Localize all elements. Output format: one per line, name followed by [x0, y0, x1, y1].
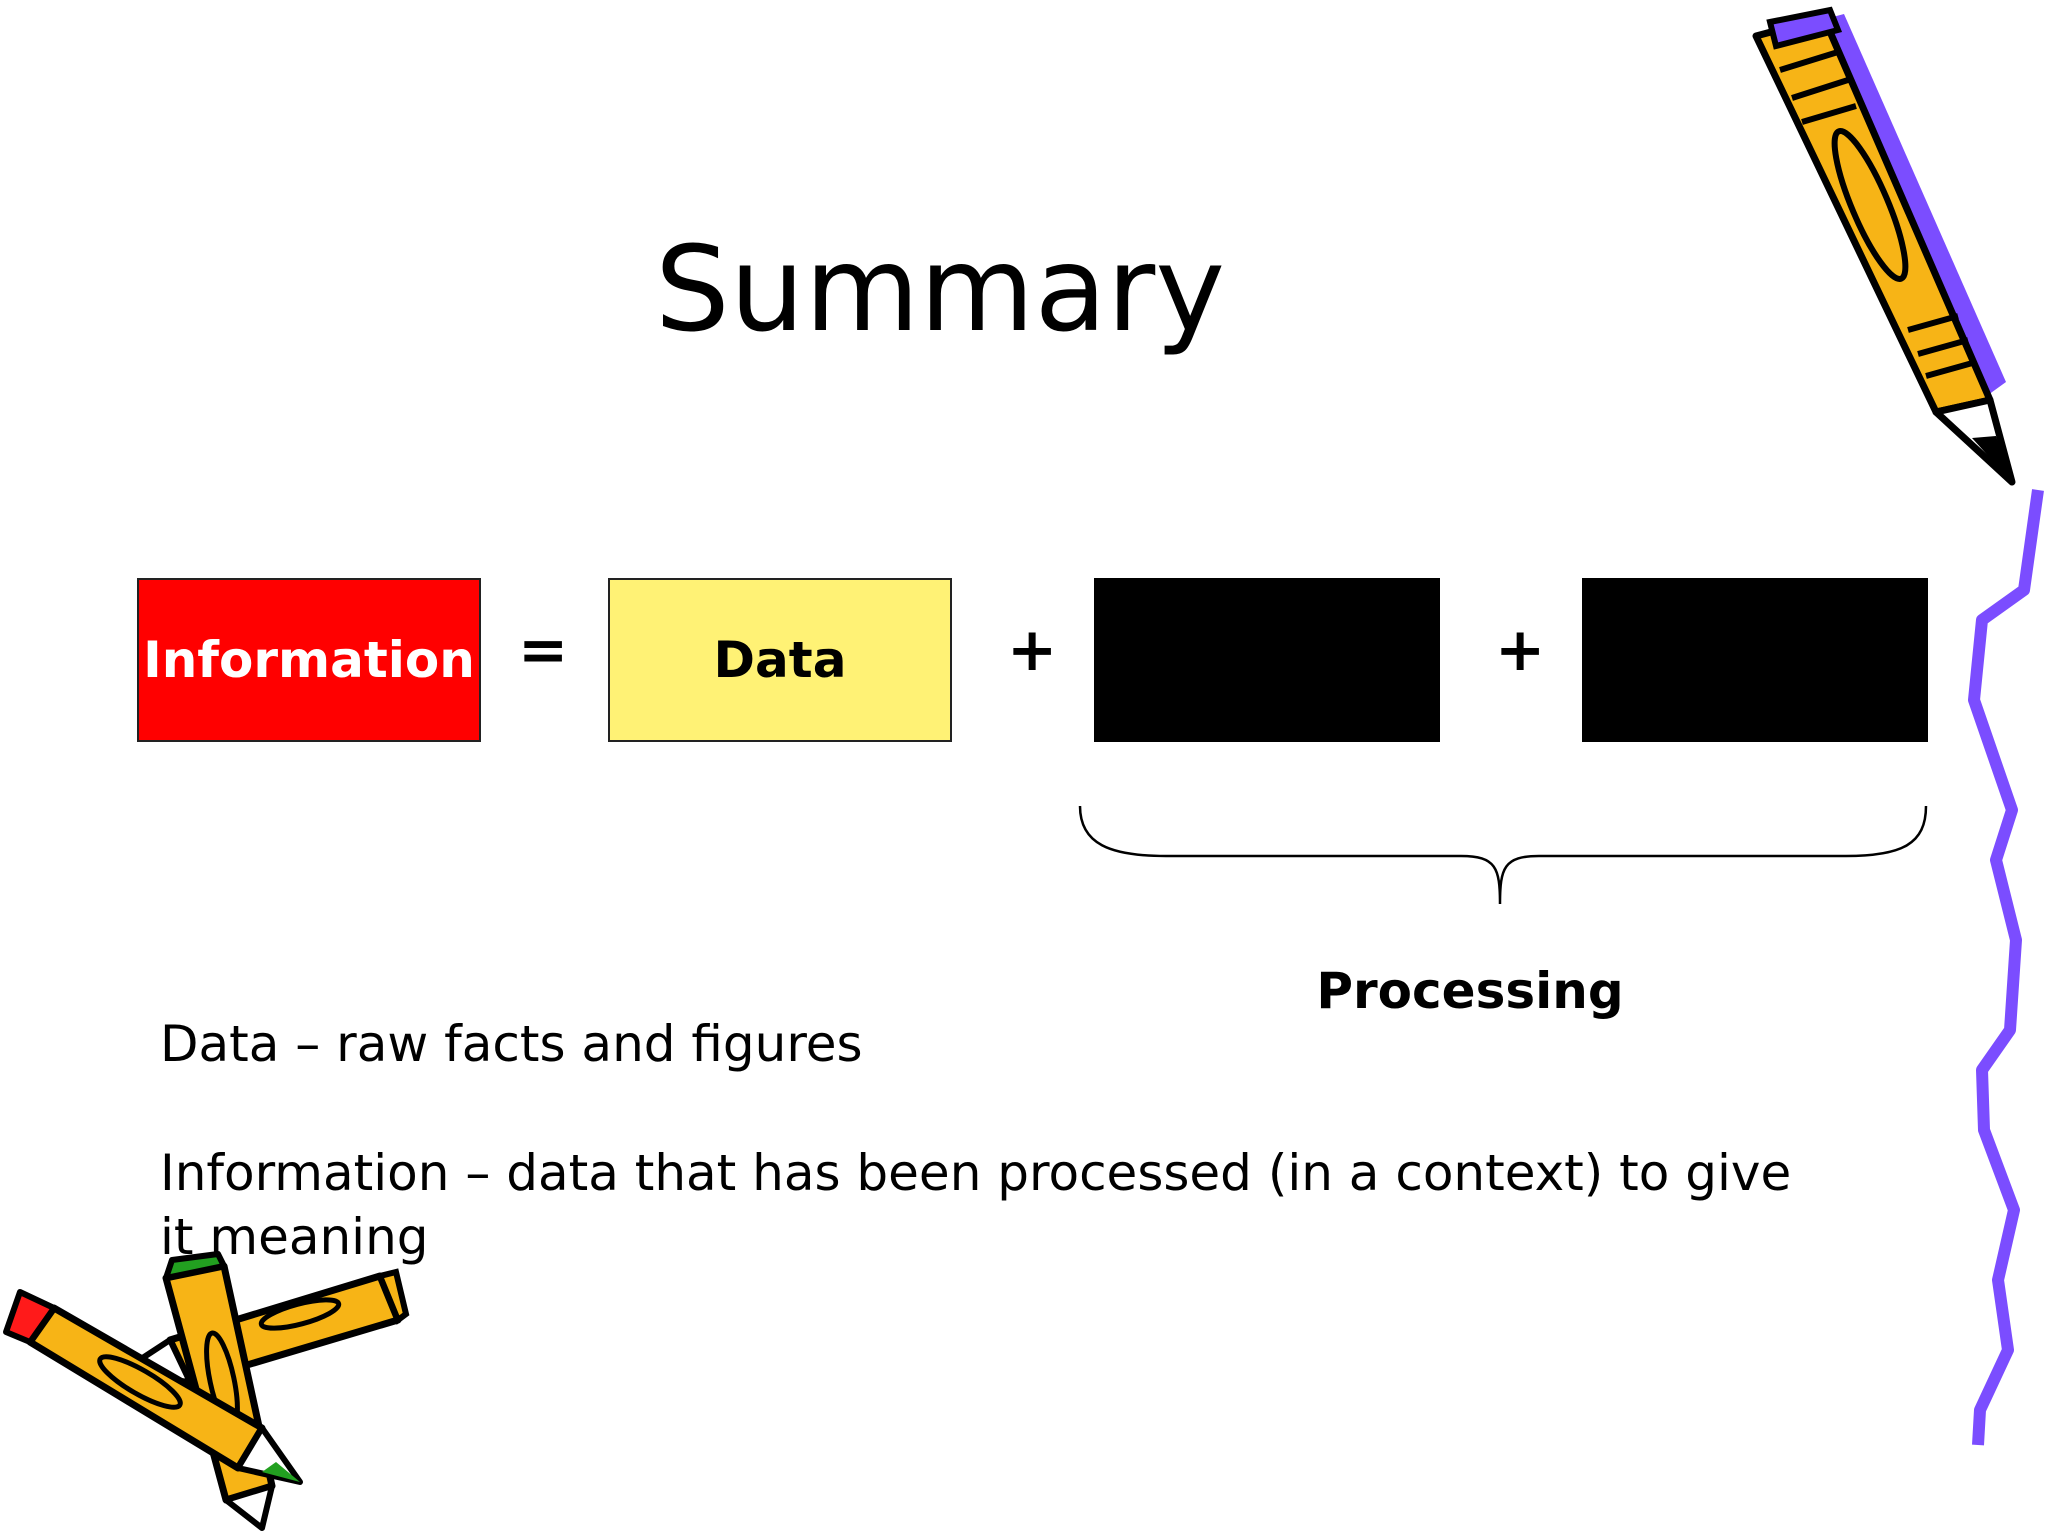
hidden-box-2 — [1582, 578, 1928, 742]
information-box: Information — [137, 578, 481, 742]
equals-sign: = — [518, 615, 569, 685]
processing-label: Processing — [1316, 962, 1624, 1020]
plus-sign-1: + — [1007, 615, 1058, 685]
definition-information: Information – data that has been process… — [160, 1144, 1792, 1266]
pencil-clipart-icon — [1752, 6, 2016, 486]
squiggle-line-icon — [1968, 489, 2044, 1446]
crossed-pencils-icon — [3, 1251, 410, 1531]
information-box-label: Information — [143, 631, 475, 689]
data-box: Data — [608, 578, 952, 742]
data-box-label: Data — [713, 631, 847, 689]
plus-sign-2: + — [1495, 615, 1546, 685]
hidden-box-1 — [1094, 578, 1440, 742]
slide-title: Summary — [654, 220, 1226, 358]
definition-data: Data – raw facts and figures — [160, 1015, 863, 1073]
curly-brace — [1078, 805, 1928, 905]
